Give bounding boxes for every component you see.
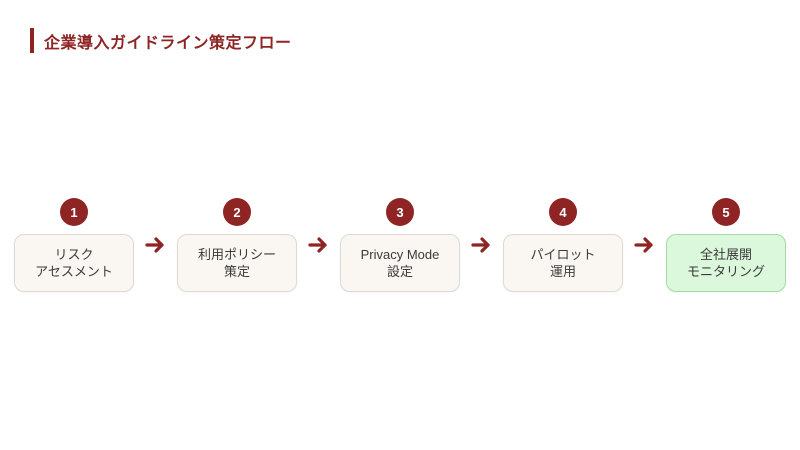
step-label-line2: 設定	[386, 264, 413, 279]
arrow-right-icon	[623, 235, 666, 255]
step-number-badge: 4	[549, 198, 577, 226]
step-risk-assessment: 1 リスク アセスメント	[14, 198, 134, 292]
step-label-line1: 全社展開	[699, 247, 752, 262]
flow-diagram: 1 リスク アセスメント 2 利用ポリシー 策定 3 Privacy Mode …	[14, 198, 786, 292]
step-company-rollout-monitoring: 5 全社展開 モニタリング	[666, 198, 786, 292]
arrow-right-icon	[297, 235, 340, 255]
page-title: 企業導入ガイドライン策定フロー	[44, 34, 292, 52]
step-label-line1: 利用ポリシー	[197, 247, 276, 262]
step-pilot-operation: 4 パイロット 運用	[503, 198, 623, 292]
step-box: 利用ポリシー 策定	[177, 234, 297, 292]
step-box: パイロット 運用	[503, 234, 623, 292]
step-privacy-mode: 3 Privacy Mode 設定	[340, 198, 460, 292]
arrow-right-icon	[134, 235, 177, 255]
step-number-badge: 5	[712, 198, 740, 226]
step-number-badge: 1	[60, 198, 88, 226]
step-label-line2: モニタリング	[686, 264, 765, 279]
step-label-line1: リスク	[54, 247, 94, 262]
step-label-line2: 策定	[223, 264, 250, 279]
step-box: Privacy Mode 設定	[340, 234, 460, 292]
step-box: リスク アセスメント	[14, 234, 134, 292]
title-accent-bar	[30, 28, 34, 53]
step-box-highlighted: 全社展開 モニタリング	[666, 234, 786, 292]
step-label-line2: アセスメント	[35, 264, 113, 279]
page-title-block: 企業導入ガイドライン策定フロー	[30, 28, 292, 53]
step-label-line1: パイロット	[530, 247, 596, 262]
step-label-line2: 運用	[549, 264, 576, 279]
step-usage-policy: 2 利用ポリシー 策定	[177, 198, 297, 292]
step-number-badge: 2	[223, 198, 251, 226]
step-number-badge: 3	[386, 198, 414, 226]
arrow-right-icon	[460, 235, 503, 255]
step-label-line1: Privacy Mode	[360, 247, 440, 262]
